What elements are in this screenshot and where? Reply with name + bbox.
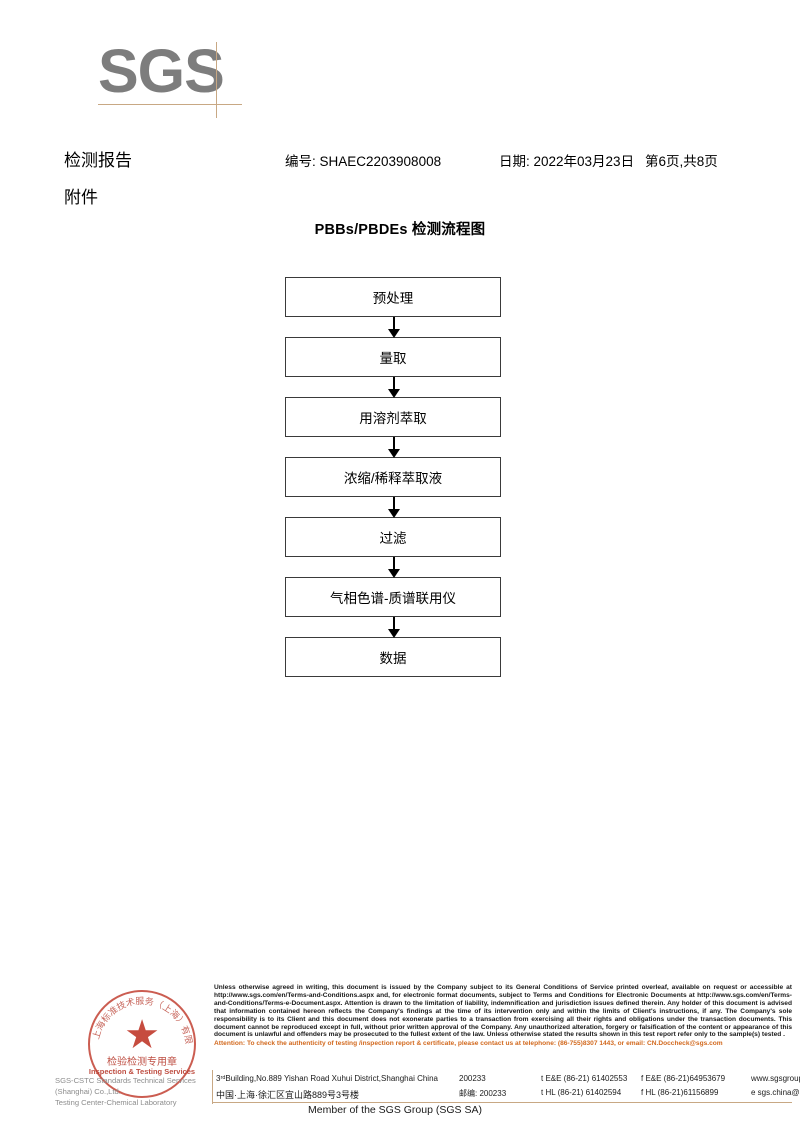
arrow-head bbox=[388, 449, 400, 458]
seal-company-name: SGS-CSTC Standards Technical Services (S… bbox=[55, 1075, 230, 1108]
address-english: 3ʳᵈBuilding,No.889 Yishan Road Xuhui Dis… bbox=[216, 1074, 438, 1083]
member-of-sgs-group: Member of the SGS Group (SGS SA) bbox=[308, 1104, 482, 1116]
arrow-head bbox=[388, 569, 400, 578]
flow-arrow-down bbox=[285, 497, 503, 518]
flow-arrow-down bbox=[285, 437, 503, 458]
sgs-logo: SGS bbox=[98, 38, 248, 118]
flow-arrow-down bbox=[285, 617, 503, 638]
page-indicator: 第6页,共8页 bbox=[645, 154, 718, 169]
legal-body-text: Unless otherwise agreed in writing, this… bbox=[214, 984, 792, 1039]
logo-horizontal-rule bbox=[98, 104, 242, 105]
seal-text-cn: 检验检测专用章 bbox=[107, 1057, 177, 1068]
email-link[interactable]: e sgs.china@sgs.com bbox=[751, 1088, 800, 1097]
telephone-ee: t E&E (86-21) 61402553 bbox=[541, 1074, 628, 1083]
document-footer: 上海标准技术服务（上海）有限公司 ★ 检验检测专用章 Inspection & … bbox=[0, 978, 800, 1131]
arrow-shaft bbox=[393, 377, 395, 391]
flow-step-box: 气相色谱-质谱联用仪 bbox=[285, 577, 501, 617]
arrow-shaft bbox=[393, 317, 395, 331]
flow-step-box: 过滤 bbox=[285, 517, 501, 557]
seal-company-line-2: Testing Center-Chemical Laboratory bbox=[55, 1098, 177, 1107]
address-row-chinese: 中国·上海·徐汇区宜山路889号3号楼 邮编: 200233 t HL (86-… bbox=[216, 1088, 800, 1102]
flow-step-box: 数据 bbox=[285, 637, 501, 677]
seal-company-line-1: SGS-CSTC Standards Technical Services (S… bbox=[55, 1076, 196, 1096]
report-number: 编号: SHAEC2203908008 bbox=[285, 154, 442, 169]
contact-address-block: 3ʳᵈBuilding,No.889 Yishan Road Xuhui Dis… bbox=[216, 1074, 800, 1102]
flow-arrow-down bbox=[285, 557, 503, 578]
address-row-english: 3ʳᵈBuilding,No.889 Yishan Road Xuhui Dis… bbox=[216, 1074, 800, 1088]
arrow-shaft bbox=[393, 617, 395, 631]
flow-step-box: 预处理 bbox=[285, 277, 501, 317]
footer-horizontal-divider bbox=[212, 1102, 792, 1103]
website-link[interactable]: www.sgsgroup.com.cn bbox=[751, 1074, 800, 1083]
page-subtitle-attachment: 附件 bbox=[64, 188, 98, 207]
fax-hl: f HL (86-21)61156899 bbox=[641, 1088, 719, 1097]
flow-arrow-down bbox=[285, 377, 503, 398]
document-header: 检测报告 附件 编号: SHAEC2203908008 日期: 2022年03月… bbox=[0, 140, 800, 210]
zip-chinese: 邮编: 200233 bbox=[459, 1089, 507, 1098]
star-icon: ★ bbox=[124, 1013, 160, 1057]
attention-notice: Attention: To check the authenticity of … bbox=[214, 1040, 723, 1048]
arrow-shaft bbox=[393, 437, 395, 451]
arrow-head bbox=[388, 509, 400, 518]
arrow-head bbox=[388, 389, 400, 398]
report-date: 日期: 2022年03月23日 bbox=[499, 154, 635, 169]
legal-disclaimer: Unless otherwise agreed in writing, this… bbox=[214, 984, 792, 1048]
flow-arrow-down bbox=[285, 317, 503, 338]
page-title: 检测报告 bbox=[64, 151, 132, 170]
zip-english: 200233 bbox=[459, 1074, 486, 1083]
arrow-shaft bbox=[393, 497, 395, 511]
telephone-hl: t HL (86-21) 61402594 bbox=[541, 1088, 622, 1097]
arrow-head bbox=[388, 329, 400, 338]
flow-step-box: 浓缩/稀释萃取液 bbox=[285, 457, 501, 497]
flow-step-box: 用溶剂萃取 bbox=[285, 397, 501, 437]
flow-step-box: 量取 bbox=[285, 337, 501, 377]
flowchart: 预处理 量取 用溶剂萃取 浓缩/稀释萃取液 过滤 气相色谱-质谱联用仪 数据 bbox=[285, 277, 503, 677]
company-seal-stamp: 上海标准技术服务（上海）有限公司 ★ 检验检测专用章 Inspection & … bbox=[88, 990, 196, 1098]
seal-ring bbox=[88, 990, 196, 1098]
arrow-head bbox=[388, 629, 400, 638]
address-chinese: 中国·上海·徐汇区宜山路889号3号楼 bbox=[216, 1090, 360, 1100]
seal-text-en: Inspection & Testing Services bbox=[88, 1067, 196, 1076]
logo-vertical-rule bbox=[216, 42, 217, 118]
seal-arc-text: 上海标准技术服务（上海）有限公司 bbox=[88, 990, 194, 1045]
sgs-logo-text: SGS bbox=[98, 37, 225, 105]
fax-ee: f E&E (86-21)64953679 bbox=[641, 1074, 726, 1083]
arrow-shaft bbox=[393, 557, 395, 571]
footer-vertical-divider bbox=[212, 1070, 213, 1104]
flowchart-title: PBBs/PBDEs 检测流程图 bbox=[314, 222, 486, 238]
